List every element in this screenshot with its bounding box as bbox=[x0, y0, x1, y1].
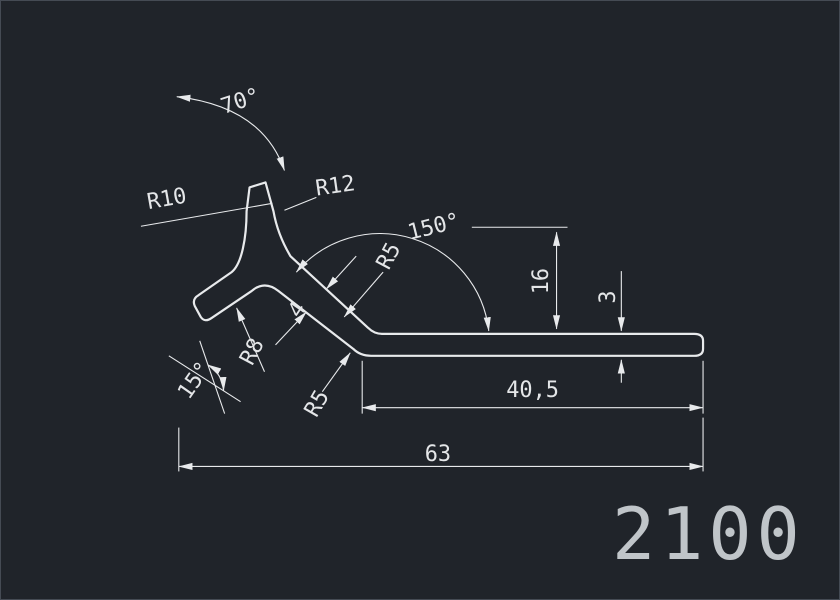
dim-label-16: 16 bbox=[529, 268, 554, 294]
dim-r8-leader bbox=[236, 307, 266, 372]
dim-length-40-5: 40,5 bbox=[361, 360, 704, 414]
dim-radius-r8: R8 bbox=[235, 307, 270, 372]
dim-radius-r12: R12 bbox=[284, 171, 357, 211]
dim-label-15deg: 15° bbox=[173, 357, 216, 404]
dim-label-150deg: 150° bbox=[405, 209, 462, 246]
dim-label-r10: R10 bbox=[145, 184, 188, 215]
dim-r12-leader bbox=[284, 196, 317, 211]
dim-web-thickness: 4 bbox=[275, 255, 357, 346]
part-number-label: 2100 bbox=[612, 492, 805, 576]
dim-length-63: 63 bbox=[178, 417, 704, 472]
dim-label-63: 63 bbox=[425, 442, 451, 467]
dim-label-r8: R8 bbox=[235, 334, 269, 369]
dim-r5-upper-leader bbox=[343, 271, 384, 318]
dim-angle-15-arc bbox=[207, 364, 227, 392]
dim-label-r5-lower: R5 bbox=[300, 386, 335, 421]
dim-4-line-lower bbox=[275, 311, 307, 346]
dim-label-r12: R12 bbox=[314, 171, 357, 201]
dim-height-16: 16 bbox=[471, 226, 568, 330]
dim-4-line-upper bbox=[325, 255, 357, 290]
dim-label-3: 3 bbox=[596, 290, 621, 303]
dim-angle-15-line1 bbox=[168, 355, 241, 403]
dim-radius-r10: R10 bbox=[145, 184, 188, 215]
dim-angle-70-arc bbox=[176, 94, 285, 171]
dim-thickness-3: 3 bbox=[596, 271, 625, 383]
dim-angle-70-refline bbox=[140, 202, 273, 227]
dim-label-70deg: 70° bbox=[218, 84, 263, 120]
dim-angle-15: 15° bbox=[168, 340, 241, 414]
dim-label-40-5: 40,5 bbox=[506, 378, 559, 403]
dim-r5-lower-leader bbox=[321, 352, 351, 393]
profile-outline bbox=[192, 181, 705, 357]
dim-radius-r5-upper: R5 bbox=[343, 239, 406, 318]
dim-label-4: 4 bbox=[283, 298, 311, 323]
dim-angle-150-arc bbox=[295, 233, 491, 332]
dim-label-r5-upper: R5 bbox=[372, 239, 406, 274]
dim-radius-r5-lower: R5 bbox=[300, 352, 351, 421]
